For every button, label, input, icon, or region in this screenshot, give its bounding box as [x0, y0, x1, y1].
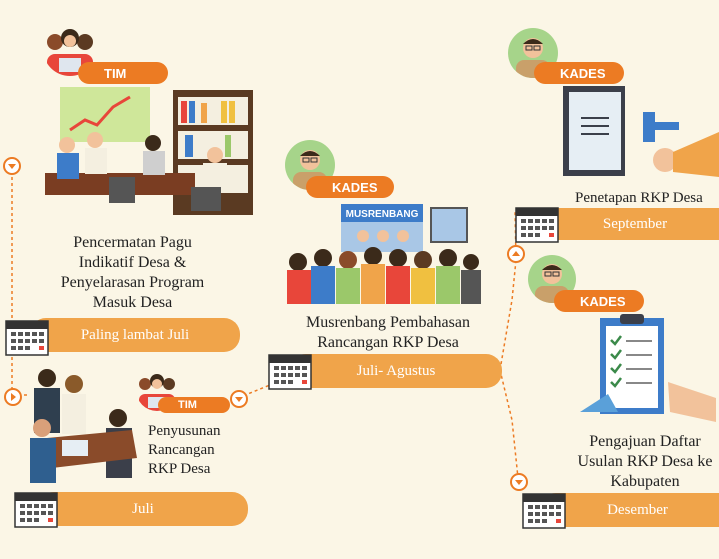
calendar-icon — [522, 491, 566, 529]
step3-time-pill: Juli- Agustus — [290, 354, 502, 388]
step4-time-pill: September — [535, 208, 719, 240]
team-avatar-icon — [136, 369, 178, 411]
step5-time-pill: Desember — [540, 493, 719, 527]
office-team-illustration — [22, 368, 147, 490]
step3-caption: Musrenbang Pembahasan Rancangan RKP Desa — [306, 314, 470, 351]
role-badge-kades: KADES — [534, 62, 624, 84]
calendar-icon — [268, 352, 312, 390]
timeline-node — [4, 388, 22, 406]
timeline-node — [3, 157, 21, 175]
step2-time-pill: Juli — [38, 492, 248, 526]
timeline-node — [507, 245, 525, 263]
role-badge-kades: KADES — [306, 176, 394, 198]
gavel-icon — [555, 82, 719, 182]
role-badge-tim: TIM — [78, 62, 168, 84]
timeline-node — [510, 473, 528, 491]
timeline-node — [230, 390, 248, 408]
musrenbang-banner: MUSRENBANG — [346, 209, 419, 220]
step1-caption: Pencermatan Pagu Indikatif Desa & Penyel… — [60, 234, 205, 311]
meeting-illustration — [25, 85, 255, 220]
role-badge-kades: KADES — [554, 290, 644, 312]
calendar-icon — [515, 205, 559, 243]
role-badge-tim: TIM — [158, 397, 230, 413]
step1-time-pill: Paling lambat Juli — [30, 318, 240, 352]
clipboard-checklist-icon — [578, 312, 719, 424]
step2-caption: Penyusunan Rancangan RKP Desa — [148, 423, 221, 477]
step5-caption: Pengajuan Daftar Usulan RKP Desa ke Kabu… — [577, 433, 713, 490]
step4-caption: Penetapan RKP Desa — [575, 190, 703, 206]
calendar-icon — [14, 490, 58, 528]
musrenbang-illustration: MUSRENBANG — [283, 200, 483, 310]
calendar-icon — [5, 318, 49, 356]
